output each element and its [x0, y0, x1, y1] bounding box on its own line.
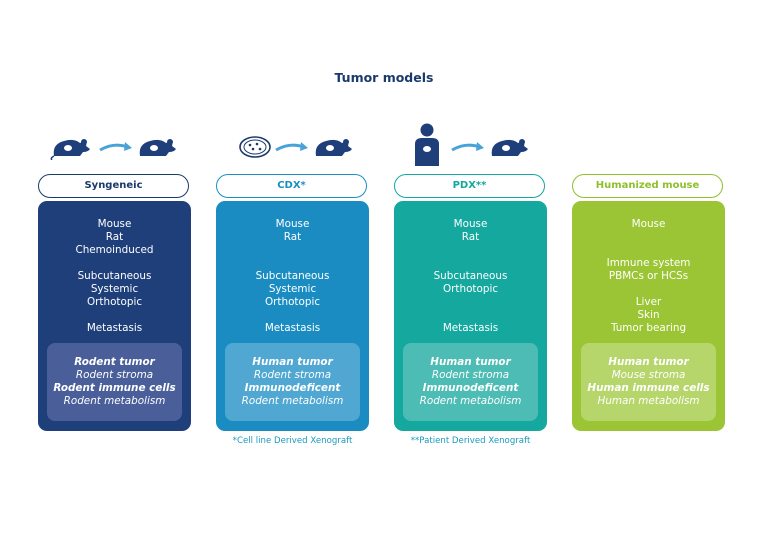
- group-item: Rat: [283, 231, 302, 243]
- group-item: Subcutaneous: [255, 270, 330, 282]
- group-item: Mouse: [97, 218, 132, 230]
- header-pill: Syngeneic: [38, 174, 189, 198]
- summary-box: Rodent tumor Rodent stroma Rodent immune…: [47, 343, 182, 421]
- mouse-icon: [50, 139, 90, 160]
- petri-dish-icon: [239, 136, 271, 158]
- icon-row: [216, 120, 369, 170]
- summary-line: Rodent metabolism: [63, 395, 166, 407]
- group-item: Mouse: [631, 218, 666, 230]
- group-item: Systemic: [90, 283, 139, 295]
- header-pill: PDX**: [394, 174, 545, 198]
- summary-box: Human tumor Rodent stroma Immunodeficent…: [403, 343, 538, 421]
- mouse-icon: [139, 139, 176, 156]
- mouse-icon: [315, 139, 352, 156]
- group-item: Orthotopic: [442, 283, 499, 295]
- patient-icon: [415, 123, 439, 166]
- summary-box: Human tumor Rodent stroma Immunodeficent…: [225, 343, 360, 421]
- group-item: Rat: [105, 231, 124, 243]
- summary-line: Rodent metabolism: [241, 395, 344, 407]
- footnote: **Patient Derived Xenograft: [410, 436, 531, 446]
- group-item: Subcutaneous: [77, 270, 152, 282]
- arrow-icon: [99, 142, 132, 152]
- summary-line: Rodent stroma: [75, 369, 154, 381]
- header-pill: Humanized mouse: [572, 174, 723, 198]
- group-item: Subcutaneous: [433, 270, 508, 282]
- group-item: Mouse: [453, 218, 488, 230]
- icon-row: [38, 120, 191, 170]
- model-card: Mouse Rat Subcutaneous Orthotopic Metast…: [394, 201, 547, 431]
- summary-line: Immunodeficent: [244, 382, 341, 394]
- group-item: PBMCs or HCSs: [608, 270, 689, 282]
- summary-line: Human tumor: [608, 356, 689, 368]
- mouse-icon: [491, 139, 528, 156]
- group-item: Skin: [637, 309, 660, 321]
- page-title: Tumor models: [334, 70, 434, 85]
- group-item: Metastasis: [86, 322, 143, 334]
- header-pill: CDX*: [216, 174, 367, 198]
- group-item: Orthotopic: [86, 296, 143, 308]
- summary-line: Immunodeficent: [422, 382, 519, 394]
- summary-line: Rodent stroma: [431, 369, 510, 381]
- column-cdx: CDX* Mouse Rat Subcutaneous Systemic Ort…: [216, 120, 369, 446]
- summary-box: Human tumor Mouse stroma Human immune ce…: [581, 343, 716, 421]
- group-item: Liver: [635, 296, 662, 308]
- summary-line: Rodent stroma: [253, 369, 332, 381]
- summary-line: Rodent tumor: [74, 356, 155, 368]
- group-item: Tumor bearing: [610, 322, 687, 334]
- summary-line: Mouse stroma: [611, 369, 686, 381]
- model-card: Mouse Rat Chemoinduced Subcutaneous Syst…: [38, 201, 191, 431]
- icon-row: [394, 120, 547, 170]
- group-item: Systemic: [268, 283, 317, 295]
- summary-line: Rodent immune cells: [53, 382, 176, 394]
- group-item: Chemoinduced: [75, 244, 154, 256]
- group-item: Metastasis: [264, 322, 321, 334]
- group-item: Metastasis: [442, 322, 499, 334]
- group-item: Rat: [461, 231, 480, 243]
- column-pdx: PDX** Mouse Rat Subcutaneous Orthotopic …: [394, 120, 547, 446]
- group-item: Orthotopic: [264, 296, 321, 308]
- model-card: Mouse Immune system PBMCs or HCSs Liver …: [572, 201, 725, 431]
- summary-line: Human immune cells: [587, 382, 710, 394]
- arrow-icon: [451, 142, 484, 152]
- group-item: Immune system: [606, 257, 691, 269]
- arrow-icon: [275, 142, 308, 152]
- summary-line: Rodent metabolism: [419, 395, 522, 407]
- group-item: Mouse: [275, 218, 310, 230]
- summary-line: Human tumor: [430, 356, 511, 368]
- footnote: *Cell line Derived Xenograft: [232, 436, 353, 446]
- column-syngeneic: Syngeneic Mouse Rat Chemoinduced Subcuta…: [38, 120, 191, 431]
- summary-line: Human tumor: [252, 356, 333, 368]
- model-card: Mouse Rat Subcutaneous Systemic Orthotop…: [216, 201, 369, 431]
- summary-line: Human metabolism: [597, 395, 700, 407]
